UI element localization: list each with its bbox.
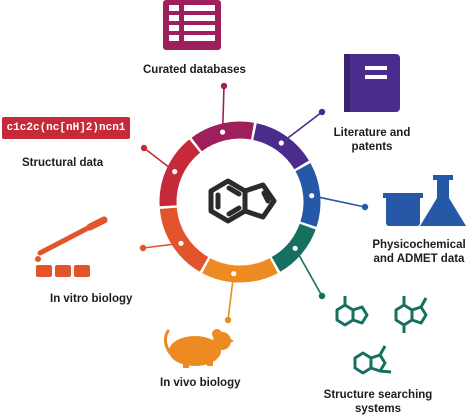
- ring-segment-structural: [159, 139, 201, 207]
- label-physicochemical: Physicochemical and ADMET data: [370, 238, 468, 266]
- ring-segment-structure-search: [271, 223, 316, 272]
- book-icon: [344, 54, 400, 112]
- smiles-text: c1c2c(nc[nH]2)ncn1: [6, 122, 126, 134]
- label-structure-searching: Structure searching systems: [318, 388, 438, 416]
- connector-structure-search: [291, 244, 326, 300]
- ring-segment-literature: [252, 123, 309, 170]
- label-curated-databases: Curated databases: [143, 64, 246, 76]
- ring-segment-in-vivo: [202, 257, 278, 283]
- label-structure-line2: systems: [354, 403, 402, 415]
- label-literature-line2: patents: [351, 141, 393, 153]
- smiles-box: c1c2c(nc[nH]2)ncn1: [2, 117, 130, 139]
- label-physicochemical-line2: and ADMET data: [373, 253, 465, 265]
- label-structure-line1: Structure searching: [323, 389, 433, 401]
- connector-physicochemical: [307, 191, 369, 211]
- connector-databases: [218, 82, 228, 136]
- label-physicochemical-line1: Physicochemical: [372, 239, 466, 251]
- molecule-structures-icon: [335, 296, 428, 375]
- lab-flasks-icon: [383, 175, 466, 226]
- connector-lines: [139, 82, 369, 324]
- label-literature-line1: Literature and: [333, 127, 411, 139]
- label-in-vitro: In vitro biology: [50, 293, 133, 305]
- indene-molecule-icon: [208, 178, 277, 224]
- table-icon: [163, 0, 221, 50]
- label-literature: Literature and patents: [330, 126, 414, 154]
- connector-literature: [277, 108, 326, 147]
- pipette-icon: [35, 216, 108, 277]
- mouse-icon: [163, 329, 234, 368]
- connector-structural: [140, 144, 179, 176]
- ring-segment-in-vitro: [159, 207, 209, 272]
- connector-in-vivo: [224, 269, 238, 324]
- segment-ring: [159, 121, 321, 283]
- label-in-vivo: In vivo biology: [160, 377, 241, 389]
- connector-in-vitro: [139, 239, 185, 252]
- label-structural-data: Structural data: [22, 157, 104, 169]
